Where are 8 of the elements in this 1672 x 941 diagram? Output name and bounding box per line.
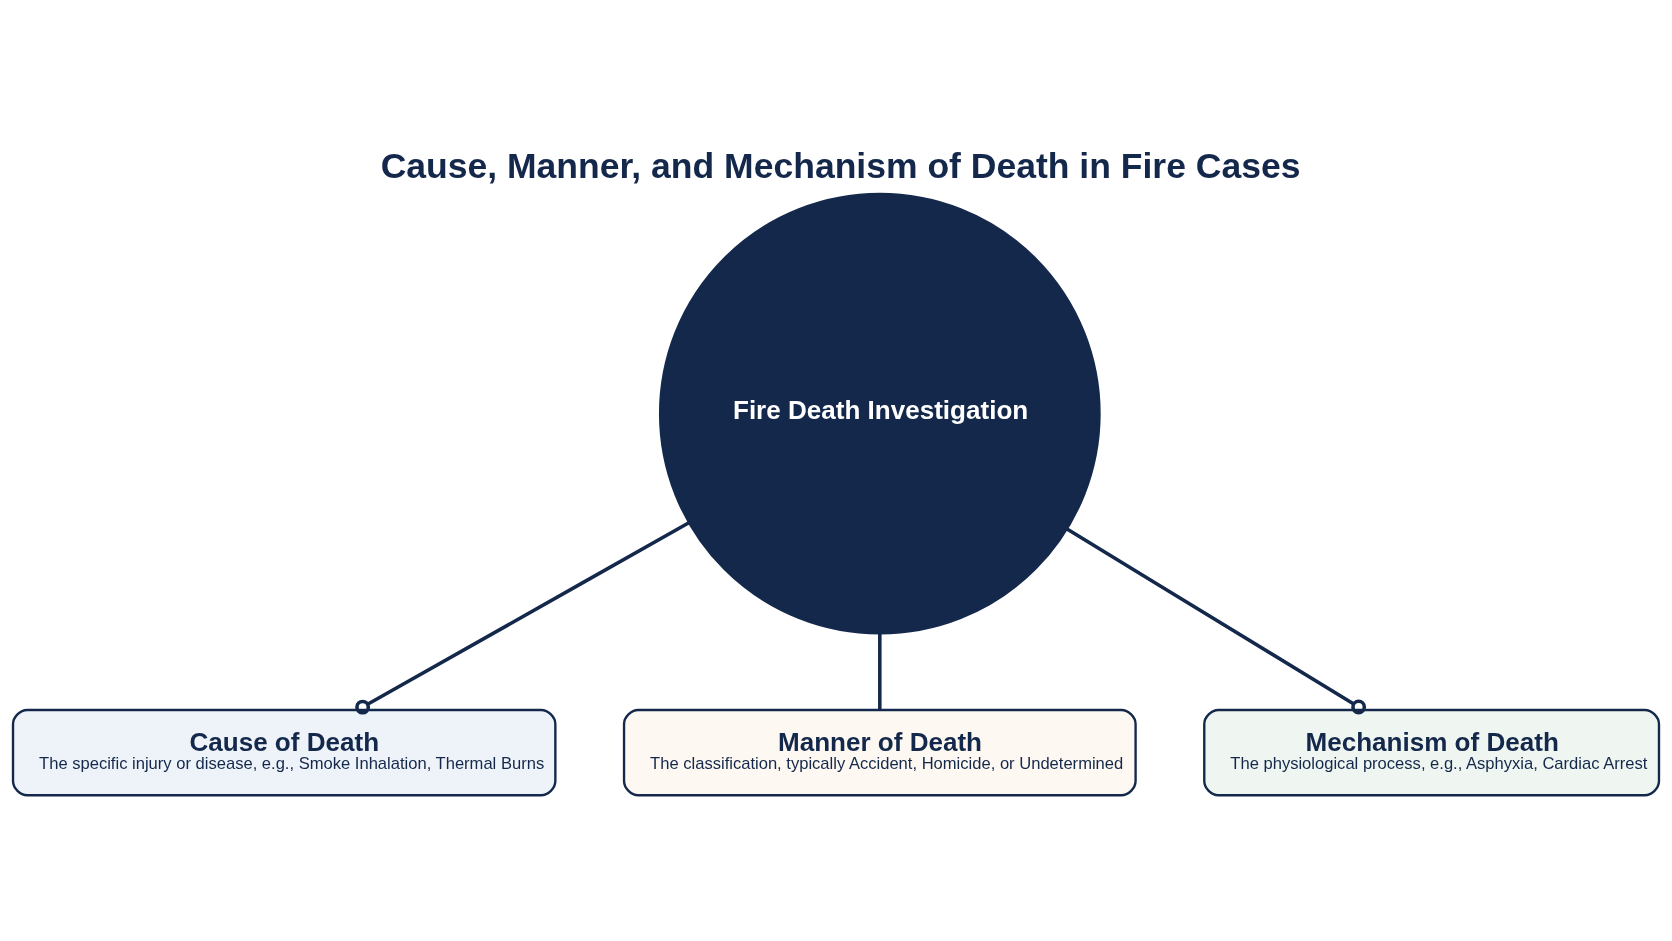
- node-circle: Fire Death Investigation: [658, 192, 1101, 635]
- node-box: Mechanism of Death The physiological process, e.g., Asphyxia, Cardiac Arrest: [1203, 708, 1661, 797]
- node-box: Cause of Death The specific injury or disease, e.g., Smoke Inhalation, Thermal Burns: [11, 708, 557, 797]
- diagram-title: Cause, Manner, and Mechanism of Death in Fire Cases: [380, 145, 1301, 186]
- connector: [878, 633, 882, 710]
- connector: [1065, 527, 1367, 715]
- connector: [355, 520, 691, 715]
- node-box: Manner of Death The classification, typically Accident, Homicide, or Undetermined: [622, 708, 1137, 797]
